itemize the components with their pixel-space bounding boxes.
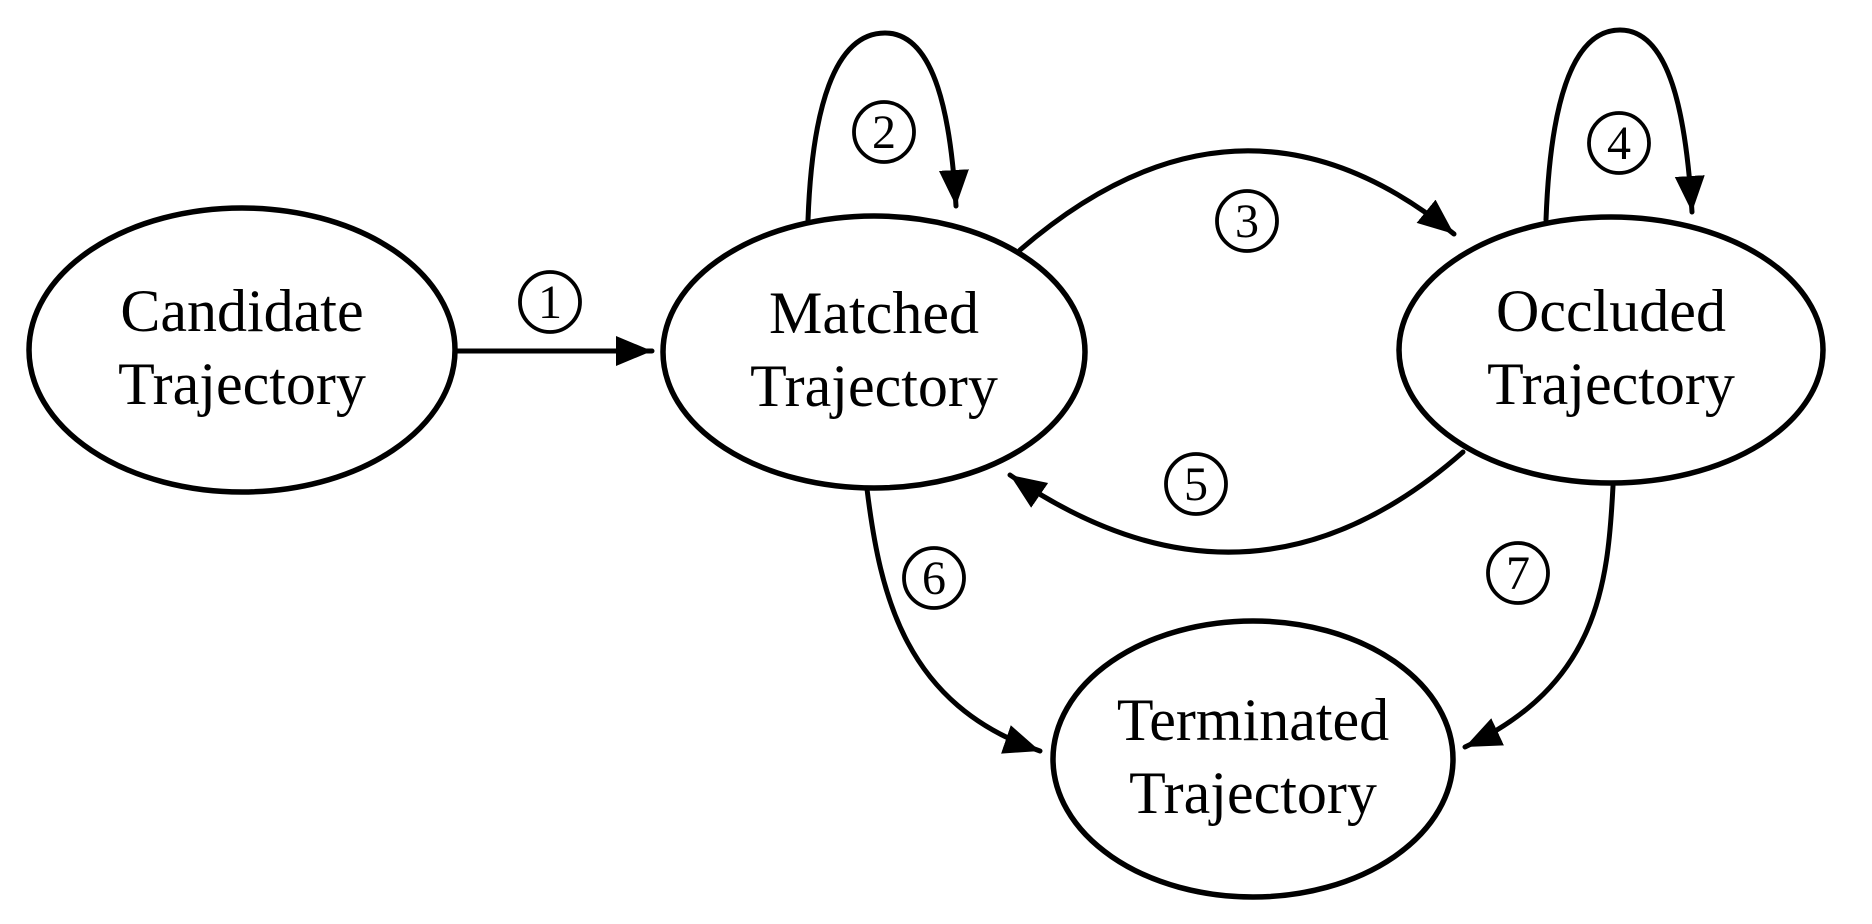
transition-2-arrow	[805, 30, 969, 223]
transition-6-badge: 6	[902, 546, 966, 610]
transition-4-badge-number: 4	[1607, 117, 1631, 170]
transition-2-badge-circle	[852, 100, 916, 164]
node-matched: Matched Trajectory	[660, 213, 1088, 491]
transition-3-badge-circle	[1215, 189, 1279, 253]
node-matched-ellipse	[660, 213, 1088, 491]
node-terminated: Terminated Trajectory	[1050, 618, 1456, 900]
node-terminated-label-line2: Trajectory	[1129, 760, 1377, 826]
transition-1-badge-number: 1	[538, 276, 562, 329]
node-candidate-label-line1: Candidate	[120, 278, 363, 344]
transition-6-arrow	[864, 486, 1043, 754]
transition-1-badge: 1	[518, 270, 582, 334]
node-matched-label-line2: Trajectory	[750, 353, 998, 419]
node-candidate: Candidate Trajectory	[26, 205, 458, 495]
transition-7-badge: 7	[1486, 541, 1550, 605]
transition-3-arrow	[1017, 148, 1457, 253]
transition-7-badge-number: 7	[1506, 547, 1530, 600]
transition-5-badge-number: 5	[1184, 458, 1208, 511]
transition-5-badge-circle	[1164, 452, 1228, 516]
transition-4-badge: 4	[1587, 111, 1651, 175]
node-terminated-label-line1: Terminated	[1117, 687, 1389, 753]
transition-3-badge: 3	[1215, 189, 1279, 253]
node-occluded-ellipse	[1396, 214, 1826, 486]
transition-1-badge-circle	[518, 270, 582, 334]
node-occluded-label-line1: Occluded	[1496, 278, 1726, 344]
node-candidate-label-line2: Trajectory	[118, 351, 366, 417]
transition-4-arrow	[1543, 27, 1705, 223]
transition-7-arrow	[1462, 483, 1616, 750]
node-occluded-label-line2: Trajectory	[1487, 351, 1735, 417]
transition-3-badge-number: 3	[1235, 195, 1259, 248]
node-terminated-ellipse	[1050, 618, 1456, 900]
transition-7-badge-circle	[1486, 541, 1550, 605]
transition-5-arrow	[1007, 449, 1466, 555]
transition-6-badge-circle	[902, 546, 966, 610]
node-candidate-ellipse	[26, 205, 458, 495]
node-occluded: Occluded Trajectory	[1396, 214, 1826, 486]
transition-6-badge-number: 6	[922, 552, 946, 605]
transition-5-badge: 5	[1164, 452, 1228, 516]
transition-4-badge-circle	[1587, 111, 1651, 175]
node-matched-label-line1: Matched	[769, 280, 979, 346]
transition-2-badge: 2	[852, 100, 916, 164]
transition-2-badge-number: 2	[872, 106, 896, 159]
